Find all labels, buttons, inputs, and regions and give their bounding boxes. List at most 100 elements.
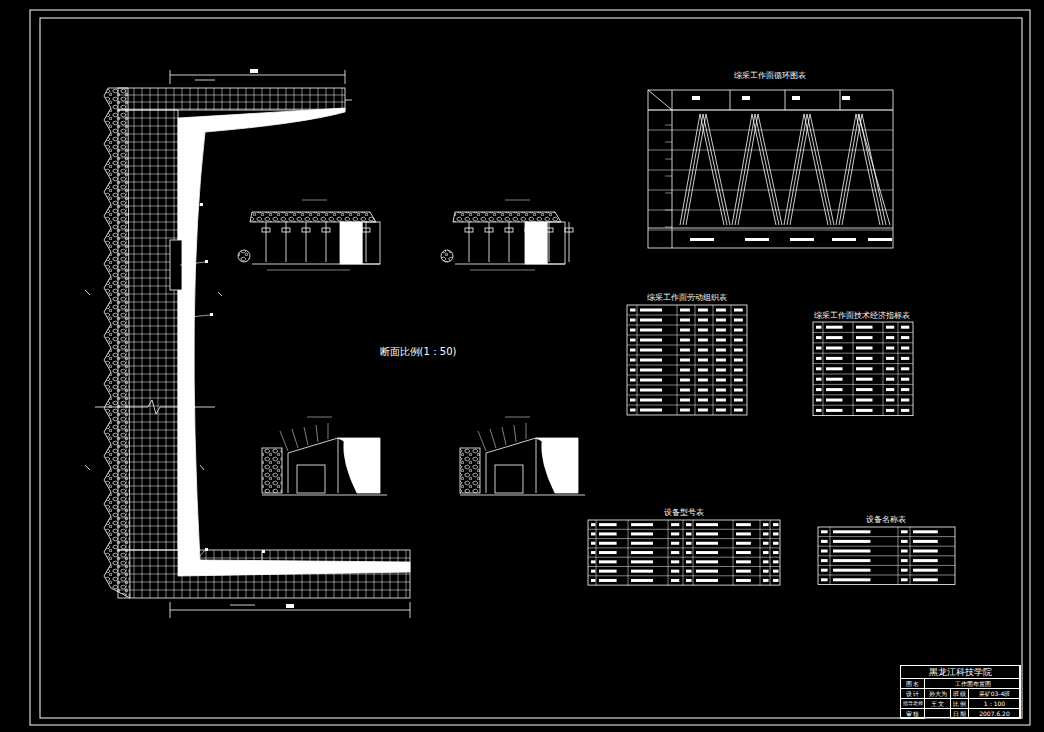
text-bar — [856, 399, 873, 402]
text-bar — [901, 550, 908, 553]
text-bar — [913, 550, 938, 553]
text-bar — [599, 579, 617, 582]
cad-line — [627, 345, 747, 346]
cad-line — [286, 88, 287, 110]
text-bar — [856, 367, 873, 370]
cad-line — [118, 318, 178, 319]
cad-line — [596, 520, 597, 585]
cad-line — [455, 264, 565, 265]
cad-line — [858, 114, 890, 225]
cad-line — [898, 527, 899, 585]
text-bar — [680, 409, 690, 412]
cad-line — [252, 264, 380, 265]
text-bar — [698, 369, 708, 372]
title-text: 比 例 — [953, 700, 967, 707]
cad-line — [267, 270, 350, 271]
text-bar — [856, 336, 873, 339]
text-bar — [826, 378, 843, 381]
text-bar — [842, 96, 850, 100]
roof-beam — [250, 212, 376, 222]
title-text: 采矿03-4班 — [979, 690, 1011, 697]
text-bar — [696, 551, 718, 554]
text-bar — [631, 570, 653, 573]
cad-line — [118, 206, 178, 207]
cad-line — [693, 520, 694, 585]
cad-line — [118, 518, 178, 519]
text-bar — [631, 551, 653, 554]
text-bar — [671, 542, 679, 545]
text-bar — [901, 530, 908, 533]
cad-line — [118, 174, 178, 175]
text-bar — [696, 542, 718, 545]
text-bar — [901, 578, 908, 581]
cad-line — [158, 88, 159, 110]
cad-line — [118, 358, 178, 359]
gob-rock — [460, 448, 480, 493]
cad-line — [853, 322, 854, 416]
text-bar — [591, 560, 595, 563]
text-bar — [716, 339, 726, 342]
cad-rect — [362, 222, 380, 264]
cad-line — [118, 230, 178, 231]
cad-line — [840, 90, 841, 110]
cad-line — [134, 88, 135, 110]
text-bar — [716, 359, 726, 362]
table-title: 综采工作面技术经济指标表 — [814, 311, 910, 321]
text-bar — [640, 339, 662, 342]
cad-line — [174, 110, 175, 550]
title-text: 1：100 — [984, 700, 1005, 707]
cad-line — [118, 542, 178, 543]
text-bar — [913, 540, 938, 543]
text-bar — [763, 579, 769, 582]
cad-line — [142, 110, 143, 550]
cad-line — [627, 315, 747, 316]
text-bar — [696, 579, 718, 582]
cad-line — [118, 382, 178, 383]
text-bar — [631, 523, 653, 526]
text-bar — [250, 69, 258, 73]
coal-wall — [525, 222, 547, 264]
cad-line — [222, 88, 223, 110]
cad-line — [818, 575, 955, 576]
cad-line — [490, 429, 496, 448]
text-bar — [826, 399, 843, 402]
text-bar — [698, 339, 708, 342]
cad-line — [514, 425, 516, 442]
cad-line — [302, 200, 327, 201]
text-bar — [630, 349, 636, 352]
text-bar — [686, 532, 692, 535]
cad-line — [668, 520, 669, 585]
text-bar — [696, 570, 718, 573]
cad-line — [665, 176, 672, 177]
text-bar — [901, 399, 909, 402]
text-bar — [886, 378, 894, 381]
cad-line — [502, 427, 506, 445]
cad-line — [637, 305, 638, 415]
roof-beam — [453, 212, 561, 222]
text-bar — [816, 326, 822, 329]
text-bar — [631, 532, 653, 535]
text-bar — [816, 357, 822, 360]
title-text: 指导老师 — [903, 700, 923, 706]
cad-line — [118, 526, 178, 527]
cad-line — [627, 365, 747, 366]
cad-line — [316, 425, 318, 442]
text-bar — [901, 326, 909, 329]
cad-line — [118, 102, 345, 103]
cad-line — [118, 334, 178, 335]
cad-rect — [302, 228, 310, 232]
text-bar — [640, 409, 662, 412]
cad-line — [118, 286, 178, 287]
cad-line — [648, 110, 893, 111]
text-bar — [640, 379, 662, 382]
cad-line — [118, 238, 178, 239]
cad-line — [345, 100, 352, 101]
scale-note: 断面比例(1：50) — [380, 347, 457, 357]
cad-line — [627, 405, 747, 406]
cad-line — [126, 110, 127, 550]
text-bar — [698, 379, 708, 382]
text-bar — [716, 399, 726, 402]
text-bar — [773, 542, 779, 545]
